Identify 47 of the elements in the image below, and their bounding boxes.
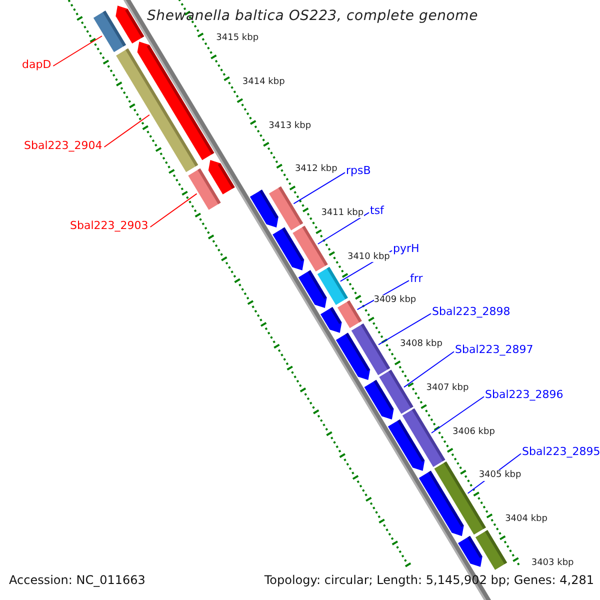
tick-label: 3404 kbp — [505, 514, 548, 524]
leader-line — [404, 351, 454, 388]
tick-label: 3411 kbp — [321, 208, 364, 218]
leader-line — [431, 396, 484, 434]
tick-label: 3406 kbp — [452, 426, 495, 437]
gene-feature — [388, 419, 425, 471]
gene-feature — [336, 332, 370, 380]
tick-label: 3407 kbp — [426, 382, 469, 394]
leader-line — [104, 114, 150, 148]
gene-label: frr — [410, 273, 423, 286]
gene-label: Sbal223_2897 — [455, 344, 534, 357]
gene-label: pyrH — [393, 243, 420, 256]
footer-text: Accession: NC_011663 — [9, 574, 146, 588]
gene-label: Sbal223_2898 — [432, 306, 510, 319]
gene-feature — [208, 160, 235, 194]
gene-feature — [272, 227, 304, 270]
gene-feature — [364, 380, 394, 420]
leader-line — [150, 193, 198, 228]
gene-feature — [298, 270, 327, 308]
tick-label: 3412 kbp — [294, 164, 338, 175]
tick-label: 3403 kbp — [531, 558, 574, 568]
title: Shewanella baltica OS223, complete genome — [147, 8, 478, 24]
leader-line — [356, 280, 410, 310]
gene-label: dapD — [22, 59, 52, 72]
gene-feature — [137, 42, 214, 160]
gene-label: Sbal223_2903 — [70, 220, 148, 233]
gene-label: Sbal223_2904 — [24, 140, 102, 153]
tick-label: 3409 kbp — [374, 295, 416, 306]
leader-line — [378, 313, 432, 346]
tick-label: 3413 kbp — [268, 120, 312, 131]
tick-label: 3414 kbp — [242, 76, 285, 88]
tick-label: 3410 kbp — [347, 252, 390, 262]
gene-label: tsf — [370, 205, 384, 218]
leader-line — [317, 212, 370, 244]
gene-label: rpsB — [346, 165, 371, 178]
gene-feature — [418, 470, 464, 536]
gene-feature — [458, 536, 482, 567]
gene-feature — [116, 6, 144, 44]
gene-feature — [320, 307, 342, 333]
gene-label: Sbal223_2896 — [485, 389, 564, 402]
leader-line — [52, 36, 102, 66]
gene-feature — [250, 190, 278, 228]
tick-label: 3408 kbp — [400, 339, 442, 350]
gene-label: Sbal223_2895 — [522, 446, 600, 459]
leader-line — [293, 172, 346, 204]
tick-label: 3405 kbp — [478, 470, 522, 481]
tick-label: 3415 kbp — [216, 33, 259, 44]
